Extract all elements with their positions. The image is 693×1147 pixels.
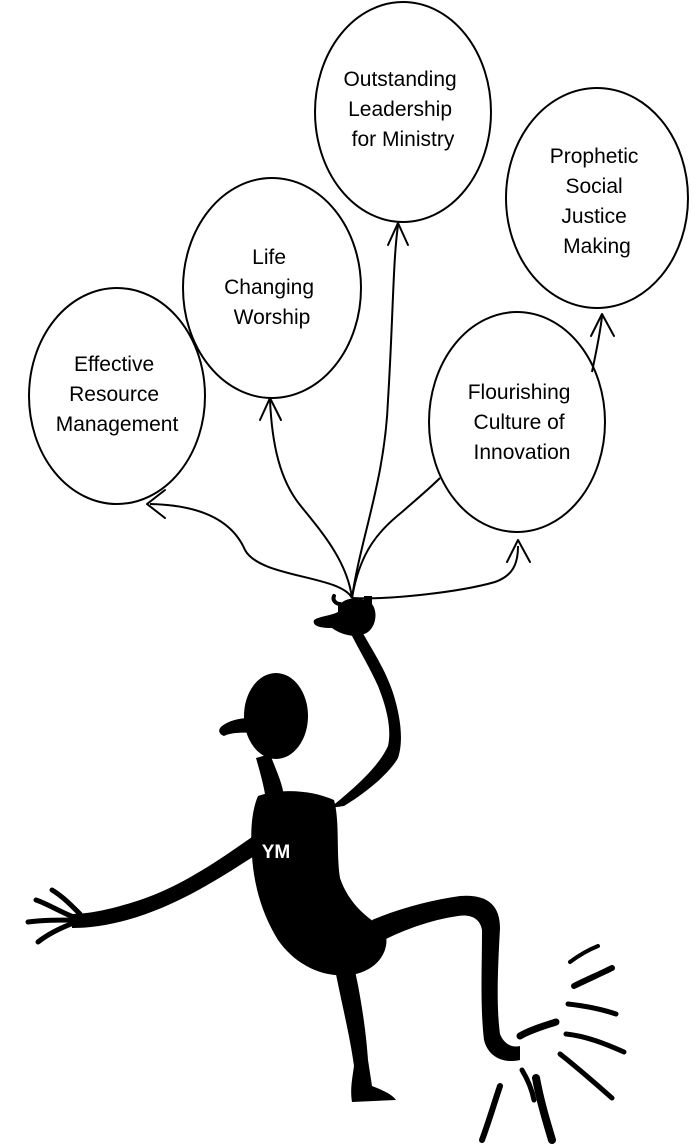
balloon-label-line: Social bbox=[565, 175, 622, 198]
figure-badge: YM bbox=[262, 842, 291, 863]
figure-raised-arm bbox=[330, 628, 401, 808]
svg-text:Outstanding Leadership: Outstanding Leadership for Ministry bbox=[343, 68, 462, 151]
string-to-innovation-arrow bbox=[351, 545, 519, 600]
balloon-label-line: Justice bbox=[561, 205, 626, 228]
balloon-strings bbox=[149, 224, 603, 600]
balloon-label-line: Making bbox=[563, 235, 631, 258]
string-to-resource-management bbox=[149, 503, 353, 599]
balloon-label-line: Effective bbox=[74, 353, 154, 376]
balloon-label-line: Leadership bbox=[348, 98, 452, 121]
figure-burst-marks bbox=[479, 944, 627, 1144]
balloon-label-line: Life bbox=[252, 246, 286, 269]
balloon-label-line: Culture of bbox=[474, 411, 565, 434]
figure-left-arm bbox=[72, 830, 270, 928]
balloon-prophetic-social-justice: Prophetic Social Justice Making bbox=[505, 87, 689, 309]
figure-left-hand bbox=[25, 887, 83, 945]
arrowhead-leadership bbox=[387, 222, 409, 246]
arrowhead-innovation bbox=[506, 539, 531, 563]
svg-text:Effective Resource: Effective Resource Management bbox=[56, 353, 179, 436]
balloon-label-line: Flourishing bbox=[468, 381, 571, 404]
svg-text:Prophetic Social J: Prophetic Social Justice Making bbox=[550, 145, 645, 258]
string-to-worship bbox=[269, 399, 353, 599]
figure-front-leg bbox=[372, 895, 520, 1062]
string-to-leadership bbox=[351, 224, 399, 599]
figure-back-leg bbox=[334, 958, 396, 1102]
balloon-label-line: Innovation bbox=[474, 441, 571, 464]
balloon-effective-resource-management: Effective Resource Management bbox=[28, 287, 206, 505]
balloon-flourishing-culture: Flourishing Culture of Innovation bbox=[428, 311, 606, 533]
string-to-prophetic bbox=[591, 315, 603, 373]
balloon-label-line: Changing bbox=[224, 276, 314, 299]
arrowhead-worship bbox=[259, 397, 282, 421]
figure-torso bbox=[251, 791, 387, 976]
balloon-label-line: Outstanding bbox=[343, 68, 456, 91]
balloon-outstanding-leadership: Outstanding Leadership for Ministry bbox=[314, 1, 492, 223]
svg-text:Flourishing Culture of: Flourishing Culture of Innovation bbox=[468, 381, 577, 464]
balloon-label-line: for Ministry bbox=[352, 128, 455, 151]
balloon-life-changing-worship: Life Changing Worship bbox=[182, 177, 362, 399]
figure-cap-brim bbox=[219, 718, 264, 736]
balloon-label-line: Worship bbox=[234, 306, 311, 329]
arrowhead-resource-management bbox=[146, 489, 166, 519]
svg-text:Life Changing Wors: Life Changing Worship bbox=[224, 246, 320, 329]
balloon-label-line: Resource bbox=[69, 383, 159, 406]
balloon-label-line: Prophetic bbox=[550, 145, 639, 168]
string-to-flourishing bbox=[351, 477, 441, 599]
figure-head bbox=[244, 673, 308, 759]
figure-fist bbox=[313, 598, 376, 636]
arrowhead-prophetic bbox=[590, 313, 615, 337]
stick-figure: YM bbox=[25, 594, 627, 1144]
arrowheads bbox=[146, 222, 615, 563]
balloon-label-line: Management bbox=[56, 413, 179, 436]
